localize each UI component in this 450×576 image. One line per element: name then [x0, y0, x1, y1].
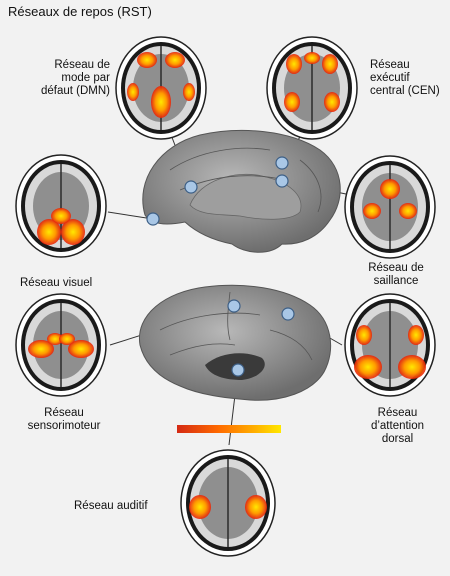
slice-visual: [15, 154, 107, 258]
slice-dmn: [115, 36, 207, 140]
slice-salience: [344, 155, 436, 259]
slice-cen: [266, 36, 358, 140]
label-visual: Réseau visuel: [20, 277, 93, 289]
marker-sensorimotor: [227, 299, 241, 313]
label-auditory: Réseau auditif: [74, 500, 148, 512]
activation-colorbar: [177, 425, 281, 433]
marker-cen: [275, 156, 289, 170]
slice-dorsal: [344, 293, 436, 397]
marker-dmn: [184, 180, 198, 194]
marker-auditory: [231, 363, 245, 377]
page-title: Réseaux de repos (RST): [8, 4, 152, 19]
slice-sensorimotor: [15, 293, 107, 397]
slice-auditory: [180, 449, 276, 557]
connector-visual: [107, 211, 154, 220]
marker-dorsal: [281, 307, 295, 321]
marker-visual: [146, 212, 160, 226]
medial-brain-view: [142, 129, 341, 253]
marker-salience: [275, 174, 289, 188]
